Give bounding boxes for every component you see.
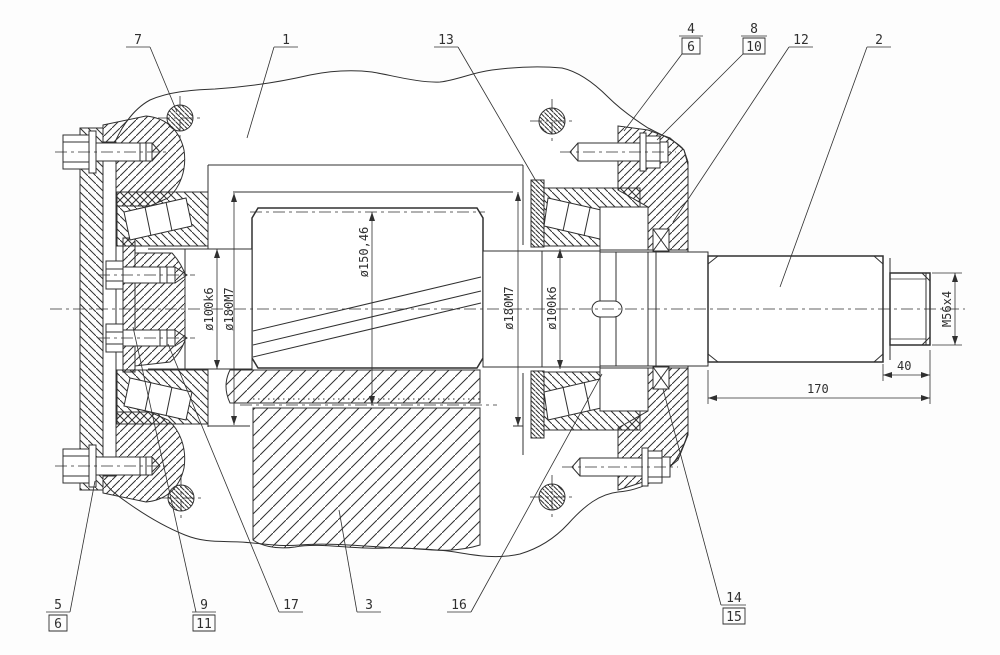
callouts: 7 1 13 4 6 8 10 12 2 5 6 (46, 22, 891, 632)
callout-3: 3 (339, 510, 381, 613)
callout-5-6: 5 6 (46, 481, 95, 632)
svg-text:9: 9 (200, 598, 208, 613)
svg-text:3: 3 (365, 598, 373, 613)
gear-web-hatch (226, 370, 480, 403)
callout-17: 17 (168, 344, 303, 613)
svg-text:11: 11 (196, 617, 212, 632)
dim-left-shaft-fit: ø100k6 (202, 287, 216, 330)
helix-line (253, 291, 481, 345)
retainer-bottom (600, 368, 648, 411)
shim-bottom (531, 371, 544, 438)
svg-text:13: 13 (438, 33, 454, 48)
svg-text:2: 2 (875, 33, 883, 48)
svg-text:16: 16 (451, 598, 467, 613)
rollers-bottom (124, 378, 192, 420)
retainer-top (600, 207, 648, 250)
dim-right-shaft-fit: ø100k6 (545, 286, 559, 329)
svg-text:4: 4 (687, 22, 695, 37)
dim-left-housing-fit: ø180M7 (222, 287, 236, 330)
svg-text:15: 15 (726, 610, 742, 625)
dim-shaft-length: 170 (807, 382, 829, 396)
callout-7: 7 (126, 33, 177, 112)
svg-text:12: 12 (793, 33, 809, 48)
callout-14-15: 14 15 (663, 389, 746, 625)
svg-text:5: 5 (54, 598, 62, 613)
svg-text:6: 6 (687, 40, 695, 55)
callout-1: 1 (247, 33, 298, 138)
callout-13: 13 (434, 33, 536, 181)
bearing-right (531, 180, 640, 438)
svg-text:8: 8 (750, 22, 758, 37)
svg-text:1: 1 (282, 33, 290, 48)
helix-line (253, 303, 481, 357)
centerlines (50, 152, 965, 467)
dim-thread-spec: M56x4 (940, 291, 954, 327)
dimensions: ø100k6 ø180M7 ø150,46 ø180M7 ø100k6 M56x… (202, 192, 962, 426)
dim-right-housing-fit: ø180M7 (502, 286, 516, 329)
svg-text:17: 17 (283, 598, 299, 613)
dim-pitch-diameter: ø150,46 (357, 227, 371, 278)
svg-text:6: 6 (54, 617, 62, 632)
seal-top (653, 229, 669, 251)
callout-2: 2 (780, 33, 891, 287)
callout-9-11: 9 11 (133, 327, 216, 632)
callout-16: 16 (447, 374, 602, 613)
gear-section-hatch (253, 408, 480, 550)
callout-4-6: 4 6 (624, 22, 703, 131)
callout-12: 12 (673, 33, 813, 222)
helix-line (253, 277, 481, 331)
rollers-top (124, 198, 192, 240)
dim-thread-length: 40 (897, 359, 911, 373)
callout-8-10: 8 10 (657, 22, 767, 140)
bolt-holes (158, 96, 574, 520)
output-shaft (148, 249, 930, 369)
svg-text:10: 10 (746, 40, 762, 55)
svg-text:7: 7 (134, 33, 142, 48)
seal-bottom (653, 367, 669, 389)
gland-flange (123, 238, 135, 372)
bearing-left (117, 192, 208, 424)
pinion-gear (226, 208, 497, 550)
shim-top (531, 180, 544, 247)
svg-text:14: 14 (726, 591, 742, 606)
